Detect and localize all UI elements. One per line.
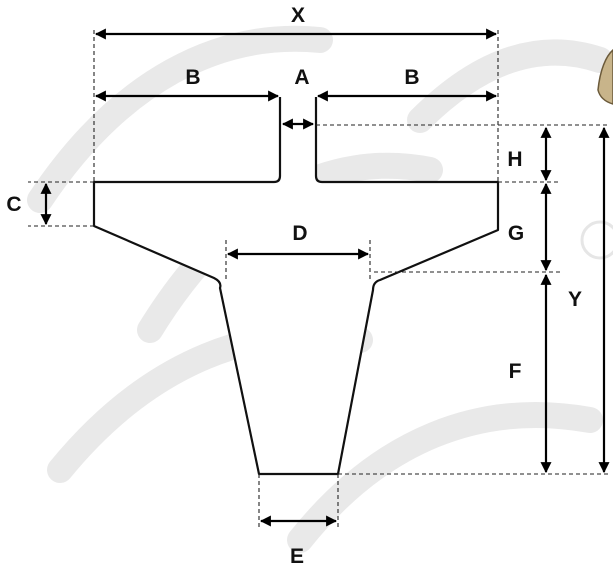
label-b-right: B <box>404 66 419 89</box>
label-g: G <box>508 222 524 245</box>
label-x: X <box>291 4 305 27</box>
label-f: F <box>509 360 522 383</box>
label-e: E <box>290 545 304 568</box>
label-d: D <box>292 222 307 245</box>
label-b-left: B <box>185 66 200 89</box>
dimension-labels: X B A B C D E F G H Y <box>6 4 582 568</box>
corner-object <box>597 49 613 105</box>
dimension-arrows <box>40 28 610 527</box>
label-h: H <box>507 148 522 171</box>
label-a: A <box>294 66 309 89</box>
extension-lines <box>28 30 610 530</box>
label-y: Y <box>568 288 582 311</box>
beam-profile <box>92 97 500 476</box>
label-c: C <box>6 193 21 216</box>
